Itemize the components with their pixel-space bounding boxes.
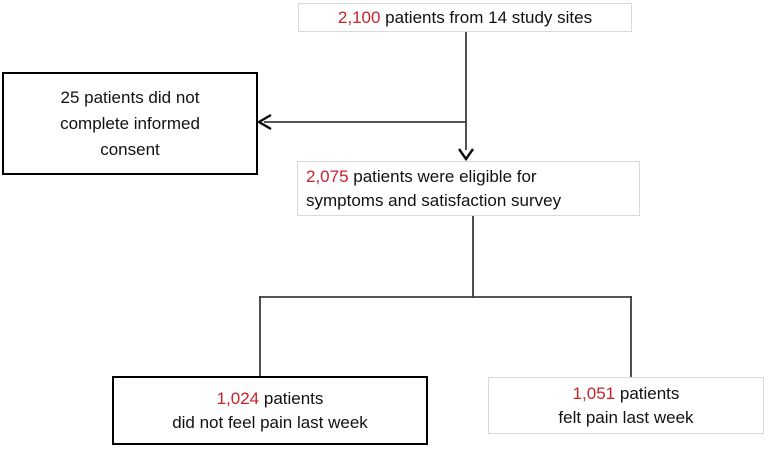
excluded-line-2: complete informed <box>60 113 200 133</box>
no-pain-label: patients <box>259 388 324 408</box>
no-pain-line-1: 1,024 patients <box>217 387 324 411</box>
excluded-line-1: 25 patients did not <box>60 87 200 107</box>
box-total-patients: 2,100 patients from 14 study sites <box>298 3 632 32</box>
pain-count: 1,051 <box>572 383 616 403</box>
pain-label: patients <box>615 383 680 403</box>
eligible-line-1: 2,075 patients were eligible for <box>306 165 537 189</box>
eligible-count: 2,075 <box>306 166 349 186</box>
box-no-pain-patients: 1,024 patients did not feel pain last we… <box>112 376 428 445</box>
box-total-text: 2,100 patients from 14 study sites <box>338 6 592 30</box>
arrowhead-down-icon <box>458 148 474 162</box>
pain-line-1: 1,051 patients <box>573 382 680 406</box>
eligible-line-2: symptoms and satisfaction survey <box>306 190 562 210</box>
no-pain-count: 1,024 <box>216 388 260 408</box>
arrowhead-left-icon <box>256 113 272 131</box>
total-label: patients from 14 study sites <box>380 7 593 27</box>
eligible-label: patients were eligible for <box>348 166 537 186</box>
box-pain-patients: 1,051 patients felt pain last week <box>488 377 764 434</box>
total-count: 2,100 <box>337 7 381 27</box>
excluded-line-3: consent <box>100 139 160 159</box>
no-pain-line-2: did not feel pain last week <box>172 412 368 432</box>
box-eligible-patients: 2,075 patients were eligible for symptom… <box>297 161 640 216</box>
pain-line-2: felt pain last week <box>558 407 694 427</box>
box-excluded-patients: 25 patients did not complete informed co… <box>2 72 258 175</box>
